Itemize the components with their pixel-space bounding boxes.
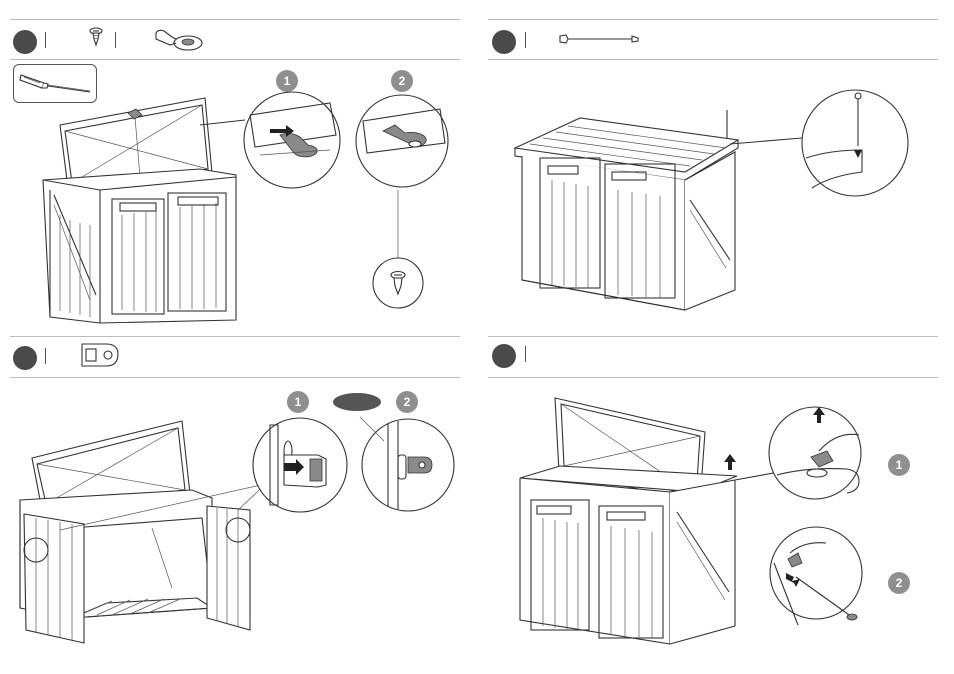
detail-badge: 1 [287,391,309,413]
panel-top-rule [10,19,460,20]
shed-lid-open-illustration [515,392,745,650]
panel-top-rule [488,336,938,337]
panel-top-rule [488,19,938,20]
panel-header-rule [10,59,460,60]
step-number-dot [492,30,516,54]
step-panel-3: 1 2 [0,330,470,674]
marker-oval [333,393,381,411]
panel-header-rule [488,59,938,60]
step-panel-1: 1 2 [0,0,470,330]
step-panel-2 [480,0,954,330]
gas-strut-icon [558,32,640,46]
detail-badge: 2 [396,391,418,413]
latch-detail-callout-1 [250,415,350,515]
door-latch-icon [80,340,122,370]
release-detail-callout-2 [768,523,868,628]
screwdriver-icon [18,70,94,96]
step-number-dot [13,30,37,54]
step-number-dot [492,344,516,368]
screw-icon [88,27,104,47]
release-detail-callout-1 [767,405,862,500]
panel-header-rule [10,377,460,378]
header-separator [45,32,46,48]
screw-leader-line [396,190,400,260]
hinge-detail-callout-1 [200,95,340,195]
detail-badge: 2 [391,70,413,92]
latch-detail-callout-2 [358,415,458,515]
latch-pointer-lines [60,440,280,530]
detail-badge: 1 [888,454,910,476]
panel-header-rule [488,377,938,378]
panel-top-rule [10,336,460,337]
shed-closed-illustration [510,110,745,315]
header-separator [525,32,526,48]
hinge-bracket-icon [152,27,204,53]
header-separator [525,346,526,362]
header-separator [115,32,116,48]
detail-badge: 1 [276,70,298,92]
screw-detail-callout [371,256,425,310]
header-separator [45,348,46,364]
step-panel-4: 1 2 [480,330,954,674]
hinge-detail-callout-2 [355,95,450,195]
detail-badge: 2 [888,572,910,594]
strut-detail-callout [730,88,910,200]
step-number-dot [13,346,37,370]
